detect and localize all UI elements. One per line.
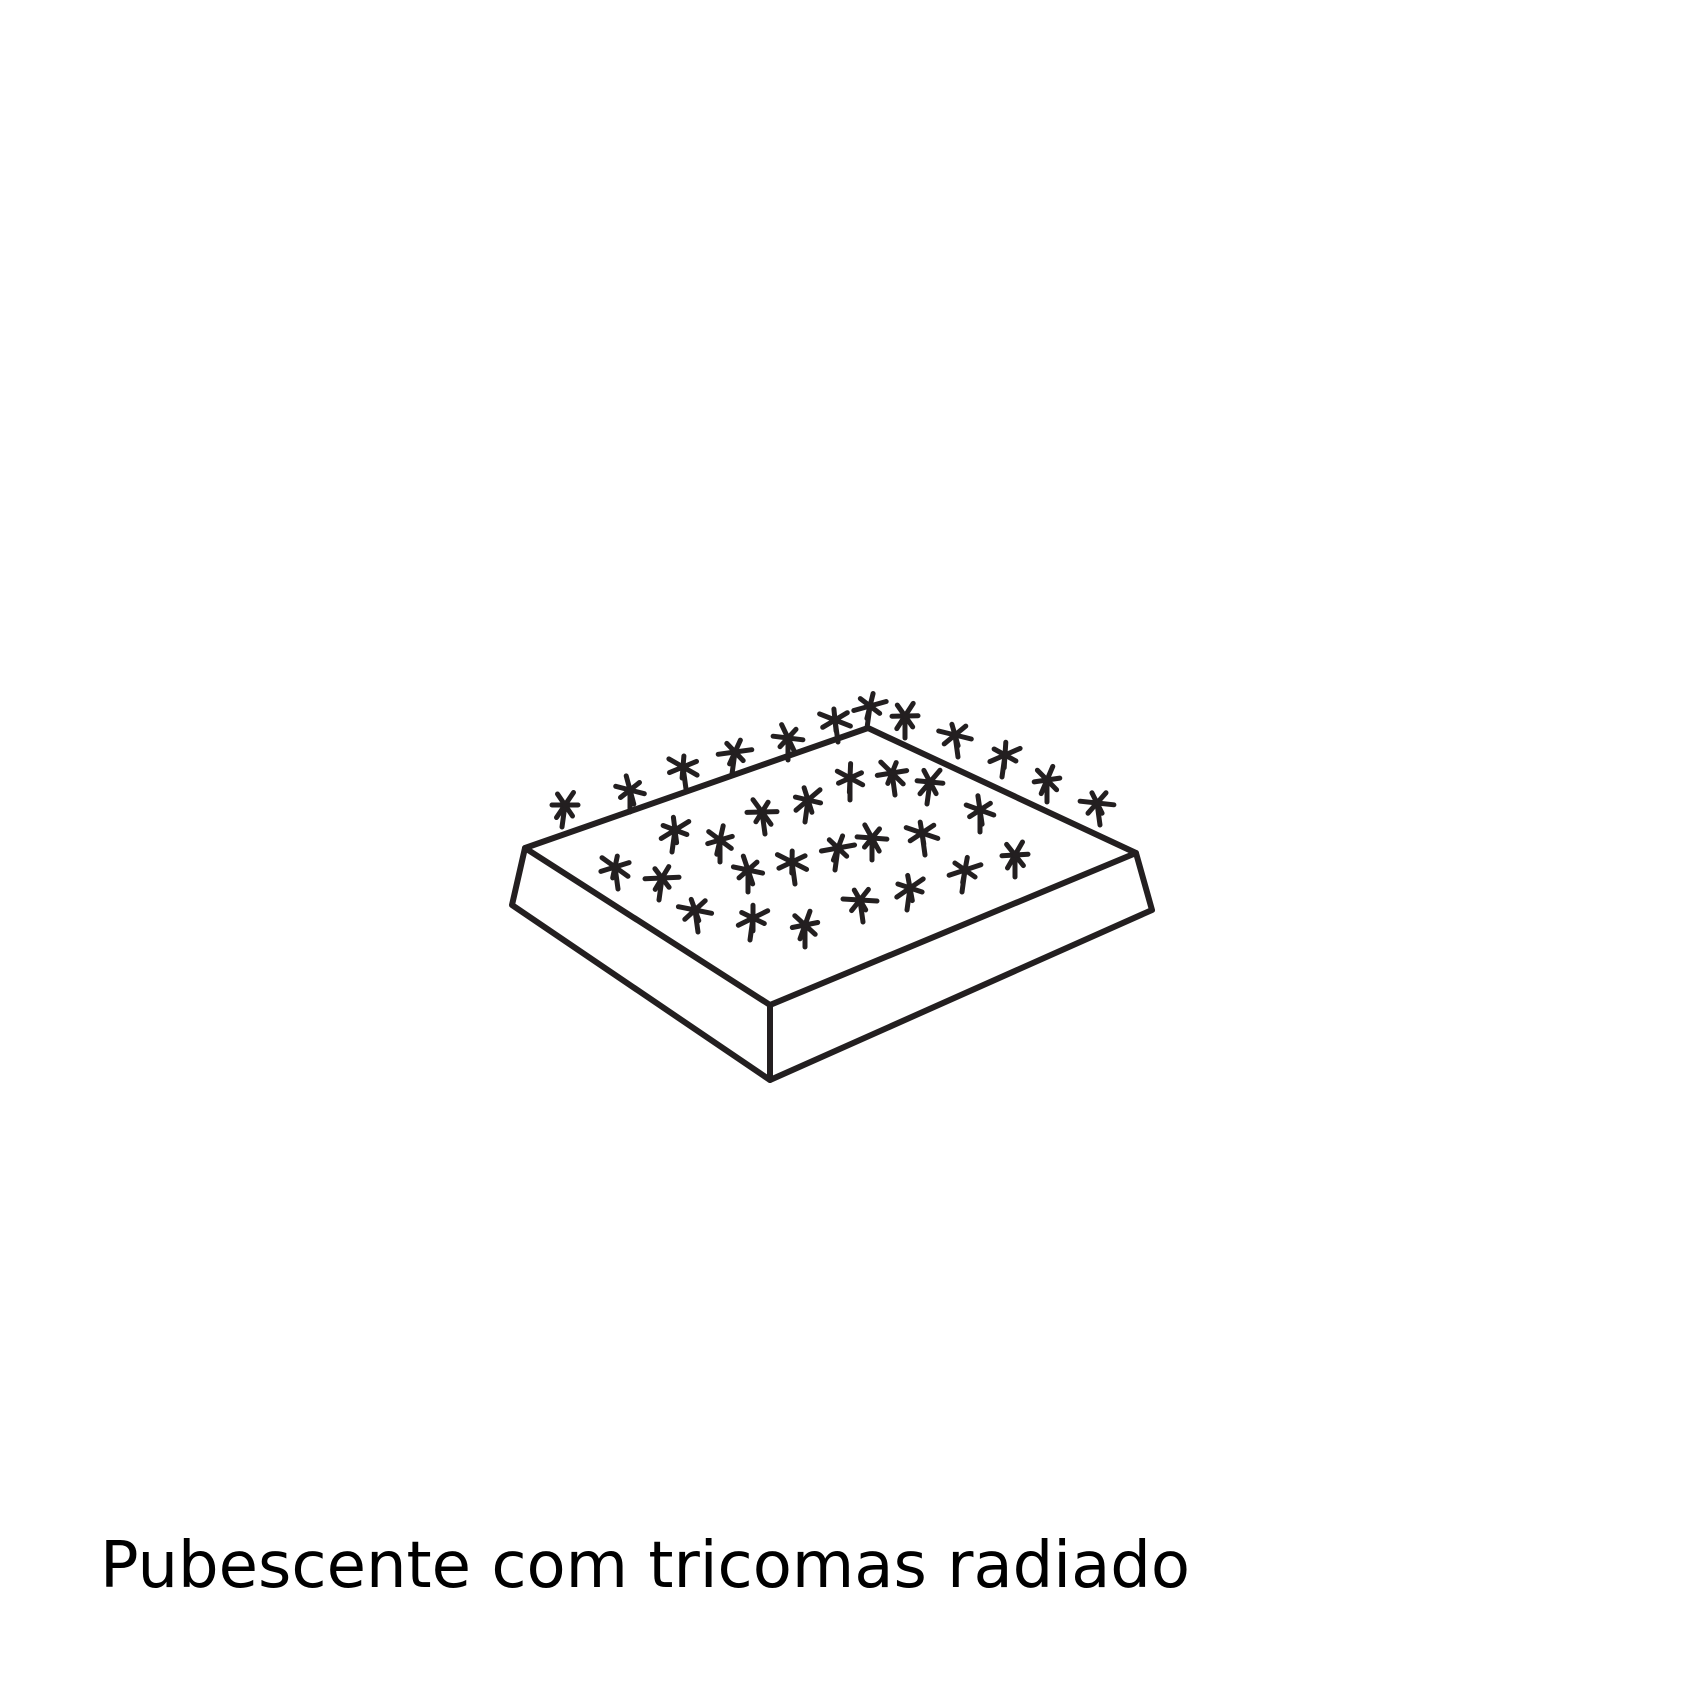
trichome bbox=[730, 853, 766, 895]
trichome bbox=[818, 833, 858, 873]
trichome bbox=[903, 819, 941, 858]
trichome bbox=[675, 896, 715, 935]
trichome bbox=[963, 793, 997, 835]
trichome bbox=[792, 785, 824, 825]
trichome bbox=[889, 700, 921, 741]
trichome bbox=[715, 737, 755, 777]
trichome bbox=[666, 753, 700, 792]
trichome bbox=[598, 853, 632, 892]
trichome bbox=[774, 848, 810, 887]
leaf-right-face bbox=[767, 850, 1155, 1083]
trichome bbox=[999, 839, 1031, 880]
trichome bbox=[549, 790, 581, 830]
trichome bbox=[1077, 790, 1117, 828]
trichome bbox=[874, 759, 910, 798]
figure-caption: Pubescente com tricomas radiado bbox=[100, 1529, 1191, 1603]
trichome bbox=[613, 773, 647, 815]
trichome bbox=[834, 761, 866, 803]
trichome bbox=[789, 908, 821, 950]
trichome bbox=[1031, 763, 1063, 805]
trichome bbox=[987, 739, 1023, 780]
trichome bbox=[642, 864, 682, 903]
trichome bbox=[851, 691, 889, 731]
trichome bbox=[705, 823, 735, 865]
trichome bbox=[735, 902, 771, 943]
trichome bbox=[770, 722, 806, 763]
leaf-block bbox=[509, 725, 1155, 1083]
trichome bbox=[914, 767, 946, 807]
trichome bbox=[817, 706, 853, 745]
trichome bbox=[658, 814, 692, 855]
leaf-left-face bbox=[509, 845, 773, 1083]
trichome bbox=[946, 854, 984, 895]
trichome bbox=[840, 886, 880, 925]
trichome bbox=[744, 797, 780, 837]
radiate-trichomes bbox=[549, 691, 1117, 950]
trichome bbox=[894, 872, 926, 913]
trichome bbox=[854, 822, 890, 863]
trichome bbox=[936, 721, 974, 760]
